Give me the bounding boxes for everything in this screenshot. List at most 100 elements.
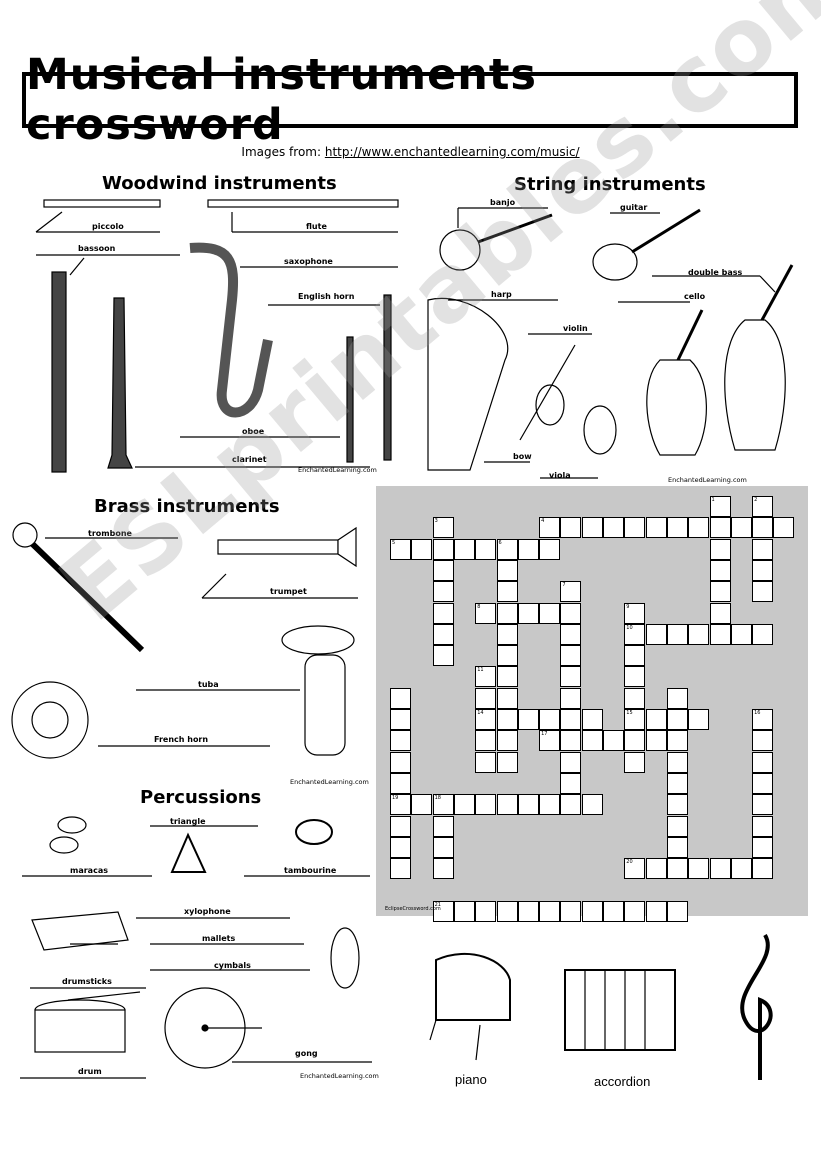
crossword-cell[interactable] (432, 836, 454, 858)
crossword-cell[interactable] (432, 645, 454, 667)
crossword-cell[interactable] (496, 751, 518, 773)
crossword-cell[interactable] (666, 687, 688, 709)
crossword-cell[interactable] (752, 623, 774, 645)
crossword-cell[interactable] (560, 772, 582, 794)
crossword-cell[interactable] (666, 772, 688, 794)
crossword-cell[interactable] (666, 815, 688, 837)
crossword-cell[interactable] (432, 858, 454, 880)
crossword-cell[interactable] (539, 794, 561, 816)
crossword-cell[interactable]: 3 (432, 517, 454, 539)
crossword-cell[interactable]: 1 (709, 496, 731, 517)
crossword-cell[interactable] (624, 687, 646, 709)
crossword-cell[interactable] (560, 602, 582, 624)
crossword-cell[interactable] (475, 730, 497, 752)
crossword-cell[interactable] (624, 900, 646, 922)
crossword-cell[interactable] (496, 900, 518, 922)
crossword-cell[interactable] (688, 709, 710, 730)
crossword-cell[interactable] (390, 687, 411, 709)
crossword-cell[interactable] (539, 709, 561, 730)
crossword-cell[interactable] (432, 815, 454, 837)
crossword-cell[interactable] (666, 900, 688, 922)
crossword-cell[interactable] (624, 751, 646, 773)
crossword-cell[interactable] (752, 794, 774, 816)
crossword-cell[interactable] (560, 730, 582, 752)
crossword-cell[interactable] (752, 517, 774, 539)
crossword-cell[interactable] (752, 751, 774, 773)
crossword-cell[interactable] (624, 666, 646, 688)
crossword-cell[interactable] (560, 751, 582, 773)
crossword-cell[interactable] (432, 623, 454, 645)
crossword-cell[interactable] (432, 559, 454, 581)
crossword-cell[interactable] (581, 709, 603, 730)
crossword-cell[interactable] (496, 666, 518, 688)
crossword-cell[interactable] (475, 751, 497, 773)
crossword-cell[interactable] (496, 687, 518, 709)
crossword-cell[interactable] (432, 581, 454, 603)
crossword-cell[interactable] (539, 602, 561, 624)
crossword-cell[interactable] (666, 858, 688, 880)
crossword-cell[interactable]: 17 (539, 730, 561, 752)
crossword-cell[interactable] (475, 538, 497, 560)
crossword-cell[interactable] (432, 602, 454, 624)
crossword-cell[interactable] (752, 772, 774, 794)
crossword-cell[interactable] (666, 730, 688, 752)
crossword-cell[interactable] (709, 581, 731, 603)
crossword-cell[interactable] (496, 559, 518, 581)
crossword-cell[interactable] (390, 709, 411, 730)
crossword-cell[interactable] (666, 709, 688, 730)
crossword-cell[interactable] (539, 900, 561, 922)
crossword-cell[interactable] (752, 538, 774, 560)
crossword-cell[interactable] (411, 794, 433, 816)
crossword-cell[interactable] (603, 517, 624, 539)
crossword-cell[interactable]: 14 (475, 709, 497, 730)
crossword-cell[interactable] (645, 623, 667, 645)
crossword-cell[interactable] (517, 794, 539, 816)
crossword-cell[interactable] (581, 517, 603, 539)
crossword-cell[interactable] (773, 517, 795, 539)
crossword-cell[interactable] (390, 772, 411, 794)
crossword-cell[interactable] (752, 730, 774, 752)
crossword-cell[interactable] (390, 815, 411, 837)
crossword-cell[interactable] (645, 730, 667, 752)
crossword-cell[interactable] (666, 836, 688, 858)
crossword-cell[interactable] (390, 836, 411, 858)
crossword-cell[interactable] (496, 709, 518, 730)
crossword-cell[interactable] (560, 687, 582, 709)
crossword-cell[interactable] (560, 666, 582, 688)
crossword-cell[interactable] (709, 858, 731, 880)
crossword-cell[interactable] (539, 538, 561, 560)
crossword-cell[interactable]: 7 (560, 581, 582, 603)
crossword-cell[interactable]: 16 (752, 709, 774, 730)
crossword-cell[interactable]: 8 (475, 602, 497, 624)
crossword-cell[interactable] (496, 645, 518, 667)
source-url[interactable]: http://www.enchantedlearning.com/music/ (324, 145, 580, 159)
crossword-cell[interactable] (390, 751, 411, 773)
crossword-cell[interactable] (390, 730, 411, 752)
crossword-cell[interactable]: 20 (624, 858, 646, 880)
crossword-cell[interactable] (730, 858, 752, 880)
crossword-cell[interactable]: 11 (475, 666, 497, 688)
crossword-cell[interactable] (496, 794, 518, 816)
crossword-cell[interactable] (666, 794, 688, 816)
crossword-cell[interactable]: 15 (624, 709, 646, 730)
crossword-cell[interactable] (624, 730, 646, 752)
crossword-cell[interactable]: 21 (432, 900, 454, 922)
crossword-cell[interactable] (752, 858, 774, 880)
crossword-cell[interactable] (709, 538, 731, 560)
crossword-cell[interactable] (752, 581, 774, 603)
crossword-cell[interactable] (560, 645, 582, 667)
crossword-cell[interactable]: 4 (539, 517, 561, 539)
crossword-cell[interactable] (475, 900, 497, 922)
crossword-cell[interactable] (752, 815, 774, 837)
crossword-cell[interactable] (603, 730, 624, 752)
crossword-cell[interactable] (603, 900, 624, 922)
crossword-cell[interactable] (496, 623, 518, 645)
crossword-cell[interactable]: 10 (624, 623, 646, 645)
crossword-cell[interactable] (581, 900, 603, 922)
crossword-cell[interactable] (560, 900, 582, 922)
crossword-cell[interactable] (688, 517, 710, 539)
crossword-cell[interactable] (730, 517, 752, 539)
crossword-cell[interactable] (517, 709, 539, 730)
crossword-cell[interactable] (709, 517, 731, 539)
crossword-cell[interactable] (390, 858, 411, 880)
